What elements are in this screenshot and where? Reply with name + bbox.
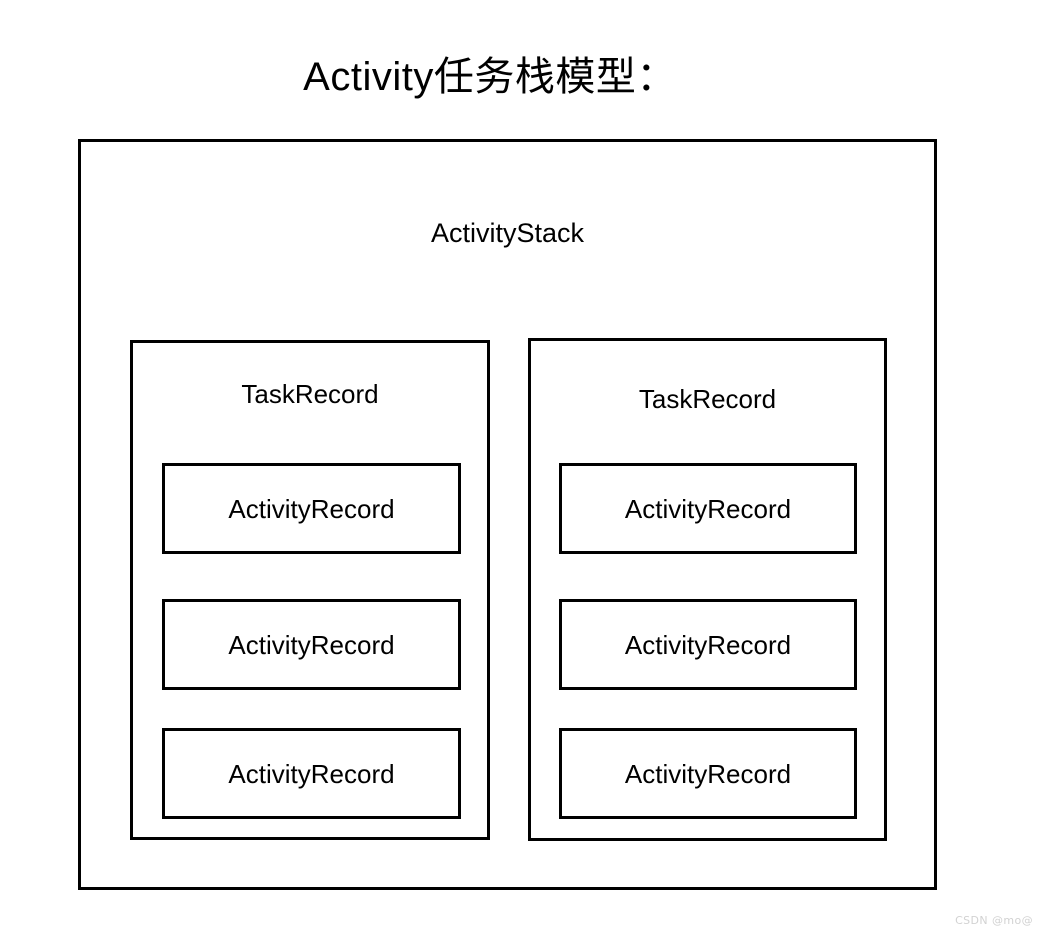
task-record-box-2: TaskRecord ActivityRecord ActivityRecord… xyxy=(528,338,887,841)
activity-record-box: ActivityRecord xyxy=(162,728,461,819)
task-record-box-1: TaskRecord ActivityRecord ActivityRecord… xyxy=(130,340,490,840)
activity-record-box: ActivityRecord xyxy=(162,599,461,690)
activity-record-label: ActivityRecord xyxy=(228,758,395,789)
activity-record-label: ActivityRecord xyxy=(228,629,395,660)
activity-record-box: ActivityRecord xyxy=(559,728,857,819)
page-title: Activity任务栈模型： xyxy=(303,55,677,99)
activity-record-label: ActivityRecord xyxy=(228,493,395,524)
activity-stack-label: ActivityStack xyxy=(430,218,585,248)
task-record-columns: TaskRecord ActivityRecord ActivityRecord… xyxy=(81,142,934,887)
activity-record-box: ActivityRecord xyxy=(162,463,461,554)
activity-record-box: ActivityRecord xyxy=(559,599,857,690)
task-record-label: TaskRecord xyxy=(241,379,379,409)
activity-record-label: ActivityRecord xyxy=(624,758,792,789)
activity-record-box: ActivityRecord xyxy=(559,463,857,554)
activity-stack-container: ActivityStack TaskRecord ActivityRecord … xyxy=(78,139,937,890)
activity-record-label: ActivityRecord xyxy=(624,629,792,660)
activity-record-label: ActivityRecord xyxy=(624,493,792,524)
task-record-label: TaskRecord xyxy=(638,384,777,414)
watermark: CSDN @mo@ xyxy=(955,914,1033,927)
